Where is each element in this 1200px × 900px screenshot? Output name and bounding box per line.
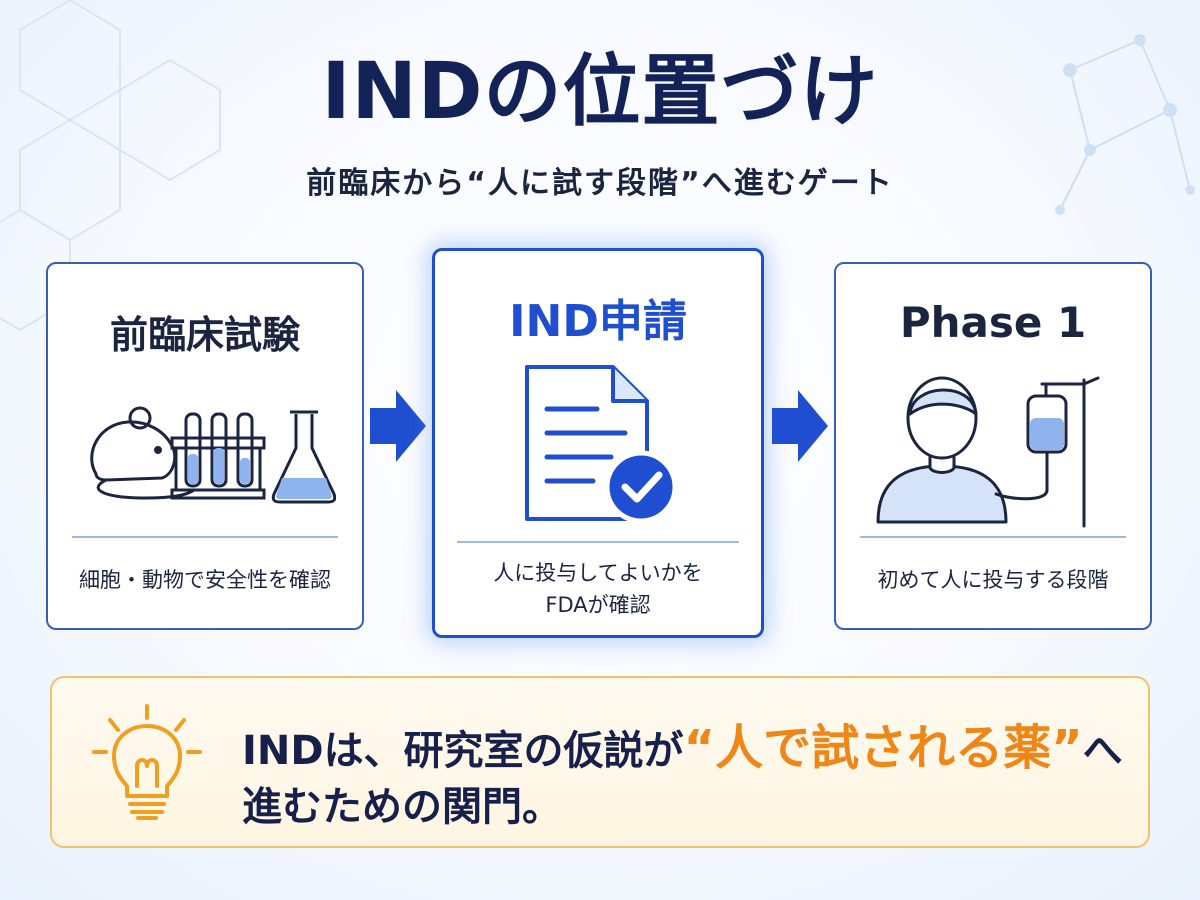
key-message-callout: INDは、研究室の仮説が“人で試される薬”へ 進むための関門。 <box>50 676 1150 848</box>
step-description: 初めて人に投与する段階 <box>877 568 1109 592</box>
arrow-right-icon <box>370 390 426 462</box>
phase1-illustration <box>876 376 1100 528</box>
callout-line-1: INDは、研究室の仮説が“人で試される薬”へ <box>242 708 1123 778</box>
step-card-preclinical: 前臨床試験 細胞・動物で安全性を確認 <box>46 262 364 630</box>
step-title: 前臨床試験 <box>109 313 300 357</box>
card-divider <box>457 541 739 543</box>
iv-drip-icon <box>994 376 1100 528</box>
document-check-icon <box>525 365 678 524</box>
callout-line-2: 進むための関門。 <box>242 784 562 830</box>
page-title: INDの位置づけ <box>321 47 879 137</box>
callout-text-prefix: INDは、研究室の仮説が <box>242 728 684 774</box>
preclinical-illustration <box>90 406 336 504</box>
arrow-right-icon <box>772 390 828 462</box>
mouse-icon <box>90 406 196 500</box>
step-description: 細胞・動物で安全性を確認 <box>79 568 331 592</box>
step-card-ind: IND申請 人に投与してよいかを FDAが確認 <box>432 248 764 638</box>
callout-text-suffix: へ <box>1082 728 1123 774</box>
step-description-line2: FDAが確認 <box>545 593 651 617</box>
person-icon <box>876 376 1008 524</box>
callout-highlight: “人で試される薬” <box>683 720 1083 776</box>
step-description-line1: 人に投与してよいかを <box>493 561 703 585</box>
step-card-phase1: Phase 1 初めて人に投与する段階 <box>834 262 1152 630</box>
card-divider <box>860 536 1126 538</box>
page-subtitle: 前臨床から“人に試す段階”へ進むゲート <box>306 166 894 201</box>
step-title: Phase 1 <box>899 298 1087 347</box>
lightbulb-icon <box>92 704 202 820</box>
test-tubes-icon <box>170 412 266 500</box>
card-divider <box>72 536 338 538</box>
flask-icon <box>271 410 336 504</box>
step-title: IND申請 <box>509 296 687 347</box>
